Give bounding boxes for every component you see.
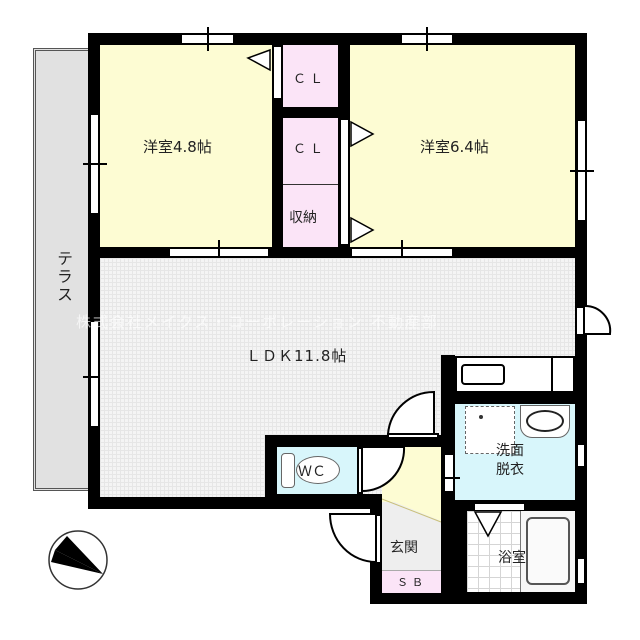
closet-wall-left — [272, 45, 283, 258]
bathtub — [526, 517, 570, 585]
western-room-6-4 — [350, 45, 575, 247]
window-left-2 — [89, 320, 100, 428]
outer-wall-top — [88, 33, 587, 45]
ldk-side-door — [575, 306, 585, 336]
closet-1-door — [272, 45, 283, 100]
north-arrow-icon — [48, 530, 108, 590]
window-mark-top-2 — [426, 27, 428, 51]
entrance-label: 玄関 — [390, 540, 418, 556]
window-right-2 — [576, 443, 586, 468]
closet-2 — [283, 118, 338, 185]
door-mark-1 — [218, 240, 220, 265]
washroom-label-2: 脱衣 — [496, 462, 524, 478]
terrace-label: テラス — [54, 250, 73, 304]
entrance-step-line — [381, 497, 442, 523]
window-mark-top-1 — [207, 27, 209, 51]
shoe-box-label: ＳＢ — [397, 576, 427, 589]
bedroom-ldk-wall — [100, 247, 575, 258]
window-mark-left-1 — [83, 163, 107, 165]
bath-wash-area — [467, 511, 520, 592]
ldk-hall-door — [387, 433, 439, 439]
toilet-bowl — [296, 456, 340, 484]
closet-2-label: ＣＬ — [293, 142, 328, 157]
outer-wall-bottom-right — [370, 592, 587, 604]
ldk-side-door-swing-icon — [584, 304, 612, 335]
window-mark-right-1 — [570, 170, 594, 172]
kitchen-counter — [455, 356, 575, 393]
washing-machine-pan — [465, 406, 515, 454]
western-room-4-8 — [100, 45, 272, 247]
door-mark-2 — [401, 240, 403, 265]
closet-1-label: ＣＬ — [293, 72, 328, 87]
closet-2-door — [339, 118, 350, 246]
wc-wall-left — [265, 435, 277, 500]
kitchen-stove-divider — [551, 356, 553, 393]
western-room-4-8-label: 洋室4.8帖 — [143, 138, 212, 156]
kitchen-wall-bottom — [455, 393, 575, 404]
window-right-3 — [576, 557, 586, 585]
bathroom-label: 浴室 — [498, 550, 526, 566]
closet-divider — [283, 107, 338, 118]
wc-label: ＷＣ — [298, 464, 326, 480]
kitchen-sink — [461, 364, 505, 385]
washroom-label-1: 洗面 — [496, 443, 524, 459]
closet-2-door-swing-icon — [350, 120, 375, 148]
washroom-door-mark — [436, 477, 460, 479]
window-mark-left-2 — [83, 376, 107, 378]
outer-wall-left — [88, 33, 100, 509]
washroom-door — [443, 453, 455, 493]
toilet-tank — [281, 453, 295, 488]
bath-wall-left — [455, 500, 467, 601]
western-room-6-4-label: 洋室6.4帖 — [420, 138, 489, 156]
shoe-box — [382, 570, 441, 593]
watermark: 株式会社メイクス・コーポレーション 不動産部 — [76, 313, 439, 331]
storage-door-swing-icon — [350, 216, 375, 244]
vanity-basin — [526, 410, 564, 432]
washroom-door-track — [447, 406, 450, 450]
storage — [283, 185, 338, 247]
closet-1-door-swing-icon — [246, 48, 271, 72]
entrance-wall-right — [441, 500, 455, 600]
ldk-label: ＬＤＫ11.8帖 — [246, 347, 348, 365]
front-door-swing-icon — [328, 513, 377, 564]
bath-door-swing-icon — [473, 511, 503, 538]
wc-door-swing-icon — [361, 446, 406, 493]
drain-dot — [479, 415, 483, 419]
storage-label: 収納 — [289, 210, 317, 226]
closet-1 — [283, 45, 338, 107]
wc-wall-bottom — [277, 494, 382, 503]
